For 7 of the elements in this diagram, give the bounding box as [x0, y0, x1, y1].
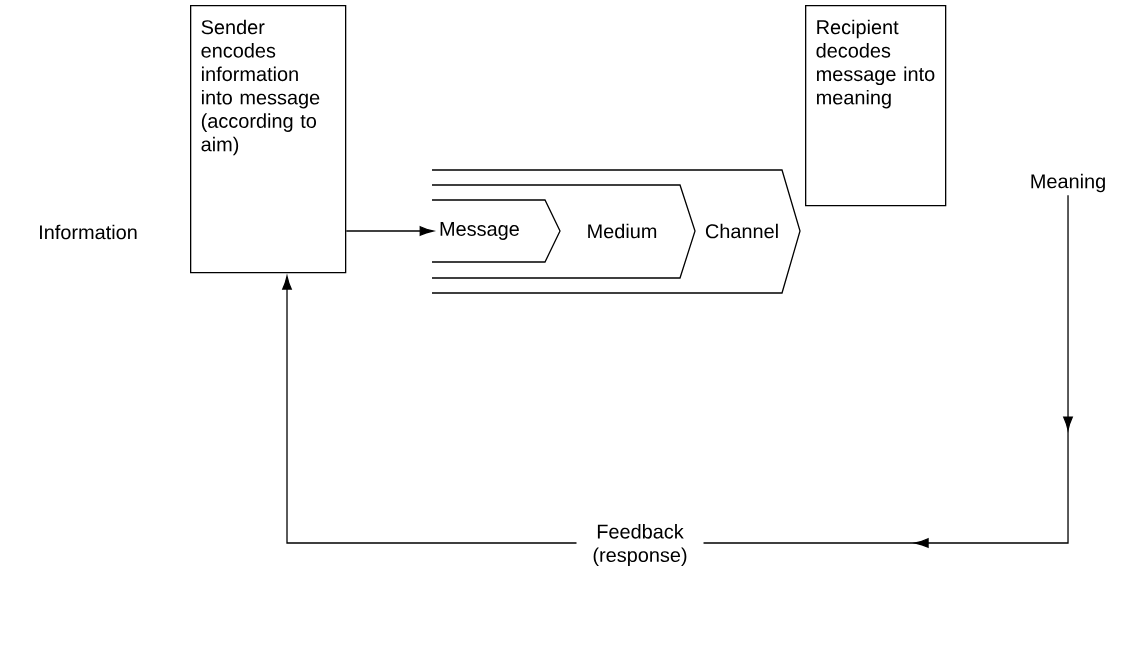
text-label: Information	[40, 224, 137, 240]
process-box: Sender encodes information into message (according to aim)	[190, 5, 347, 274]
process-box: Recipient decodes message into meaning	[805, 5, 947, 207]
arrow	[345, 226, 434, 236]
feedback-arrow	[282, 194, 1073, 548]
edge-label: Feedback (response)	[576, 520, 704, 570]
text-label: Meaning	[1031, 173, 1105, 193]
